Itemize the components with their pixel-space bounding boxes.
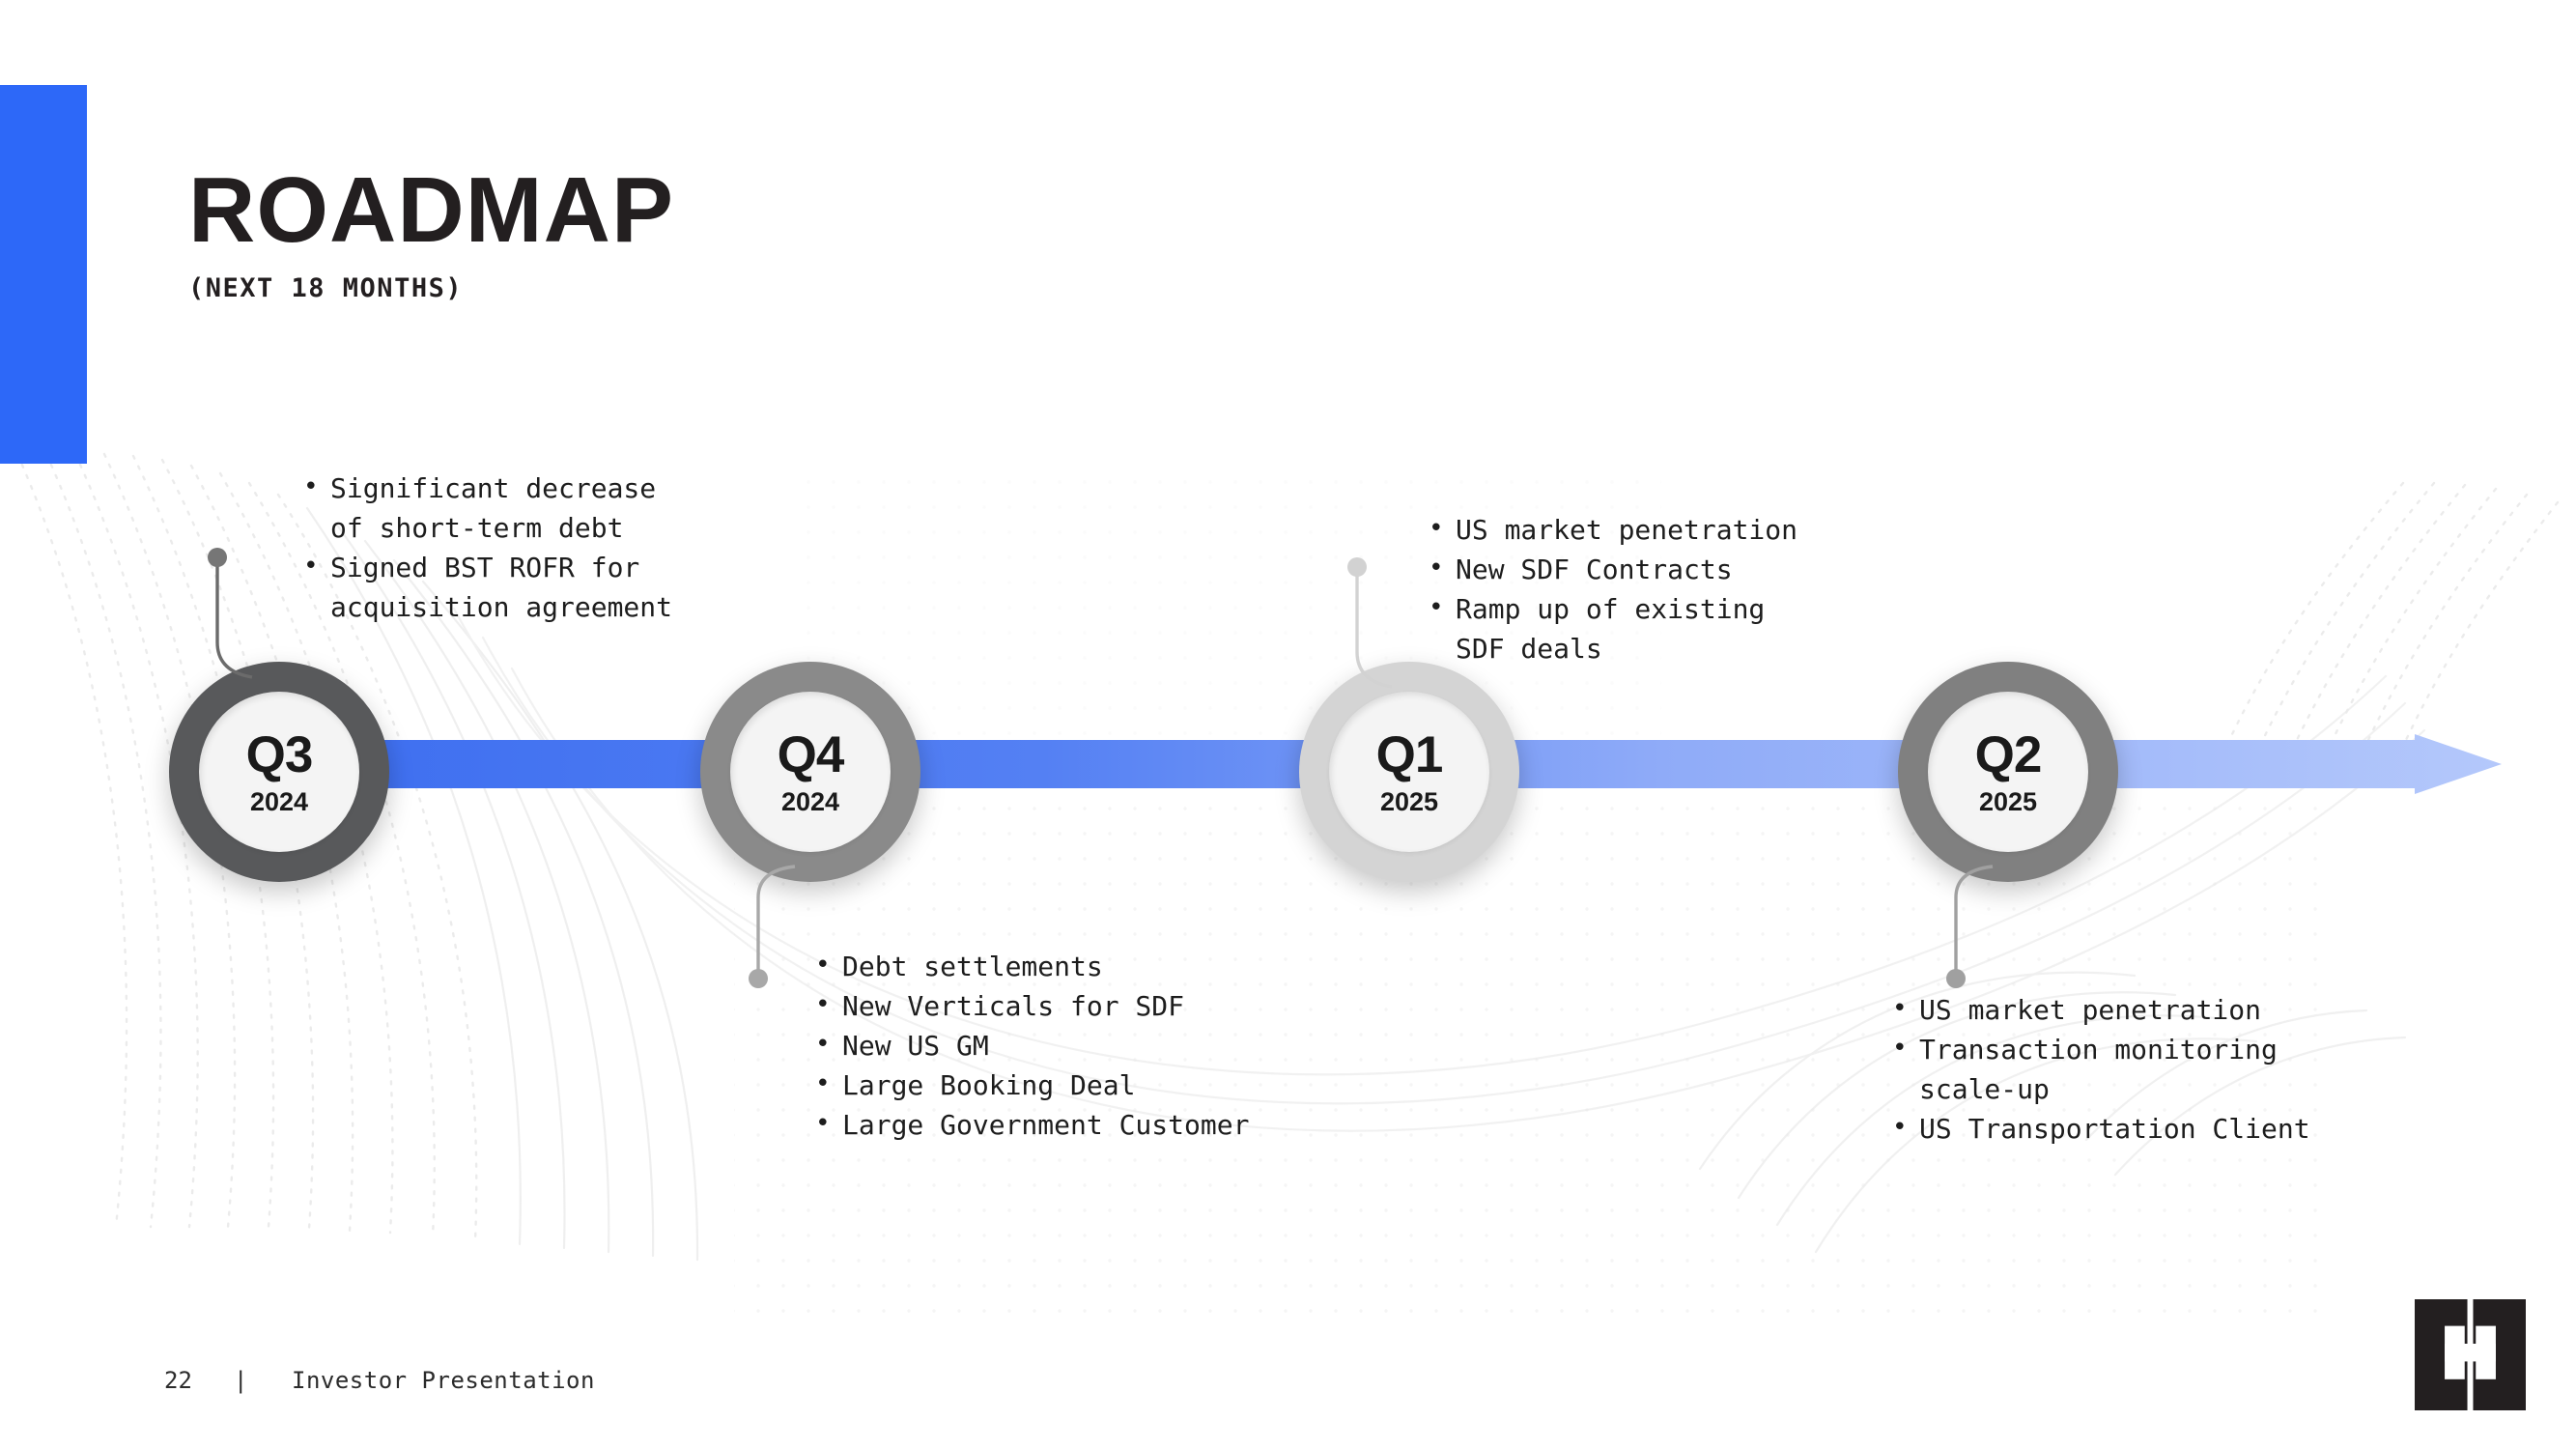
list-item: Ramp up of existing bbox=[1425, 588, 1798, 629]
page-title: ROADMAP bbox=[188, 158, 674, 262]
milestone-node-q3-2024[interactable]: Q3 2024 bbox=[169, 662, 389, 882]
milestone-inner-disc bbox=[199, 692, 359, 852]
connector-line-q2 bbox=[1946, 865, 1994, 988]
footer-page-number: 22 bbox=[164, 1367, 192, 1394]
callout-bullet-list: US market penetration New SDF Contracts … bbox=[1425, 509, 1798, 668]
list-item: US Transportation Client bbox=[1888, 1108, 2310, 1149]
callout-q4-2024: Debt settlements New Verticals for SDF N… bbox=[811, 946, 1249, 1145]
list-item: Large Government Customer bbox=[811, 1104, 1249, 1145]
callout-q2-2025: US market penetration Transaction monito… bbox=[1888, 989, 2310, 1149]
list-item: of short-term debt bbox=[330, 512, 624, 544]
list-item: Significant decrease bbox=[299, 468, 672, 508]
list-item: New US GM bbox=[811, 1025, 1249, 1065]
milestone-node-q1-2025[interactable]: Q1 2025 bbox=[1299, 662, 1519, 882]
list-item: Signed BST ROFR for bbox=[299, 547, 672, 587]
callout-q3-2024: Significant decrease of short-term debt … bbox=[299, 468, 673, 627]
milestone-quarter-label: Q2 bbox=[1974, 725, 2043, 783]
milestone-year-label: 2024 bbox=[249, 786, 309, 816]
list-item: Debt settlements bbox=[811, 946, 1249, 986]
accent-bar bbox=[0, 85, 87, 464]
milestone-quarter-label: Q1 bbox=[1375, 725, 1444, 783]
list-item: SDF deals bbox=[1456, 633, 1602, 665]
list-item: Large Booking Deal bbox=[811, 1065, 1249, 1105]
list-item: US market penetration bbox=[1888, 989, 2310, 1030]
callout-bullet-list: Debt settlements New Verticals for SDF N… bbox=[811, 946, 1249, 1145]
page-subtitle: (NEXT 18 MONTHS) bbox=[188, 272, 464, 303]
title-block: ROADMAP (NEXT 18 MONTHS) bbox=[188, 158, 674, 303]
milestone-inner-disc bbox=[730, 692, 891, 852]
callout-bullet-list: US market penetration Transaction monito… bbox=[1888, 989, 2310, 1149]
list-item: acquisition agreement bbox=[330, 591, 673, 623]
milestone-year-label: 2025 bbox=[1379, 786, 1439, 816]
milestone-inner-disc bbox=[1928, 692, 2088, 852]
callout-q1-2025: US market penetration New SDF Contracts … bbox=[1425, 509, 1798, 668]
milestone-quarter-label: Q4 bbox=[777, 725, 845, 783]
milestone-node-q4-2024[interactable]: Q4 2024 bbox=[700, 662, 920, 882]
list-item: New Verticals for SDF bbox=[811, 985, 1249, 1026]
milestone-year-label: 2025 bbox=[1978, 786, 2038, 816]
footer-separator: | bbox=[234, 1367, 248, 1394]
brand-logo-icon bbox=[2415, 1299, 2526, 1410]
callout-bullet-list: Significant decrease of short-term debt … bbox=[299, 468, 673, 627]
milestone-quarter-label: Q3 bbox=[245, 725, 314, 783]
list-item: US market penetration bbox=[1425, 509, 1798, 550]
list-item: scale-up bbox=[1919, 1073, 2050, 1105]
list-item: Transaction monitoring bbox=[1888, 1029, 2310, 1069]
milestone-node-q2-2025[interactable]: Q2 2025 bbox=[1898, 662, 2118, 882]
list-item: New SDF Contracts bbox=[1425, 549, 1798, 589]
milestone-inner-disc bbox=[1329, 692, 1489, 852]
milestone-year-label: 2024 bbox=[780, 786, 840, 816]
footer-label: Investor Presentation bbox=[292, 1367, 595, 1394]
slide-footer: 22 | Investor Presentation bbox=[164, 1367, 595, 1394]
